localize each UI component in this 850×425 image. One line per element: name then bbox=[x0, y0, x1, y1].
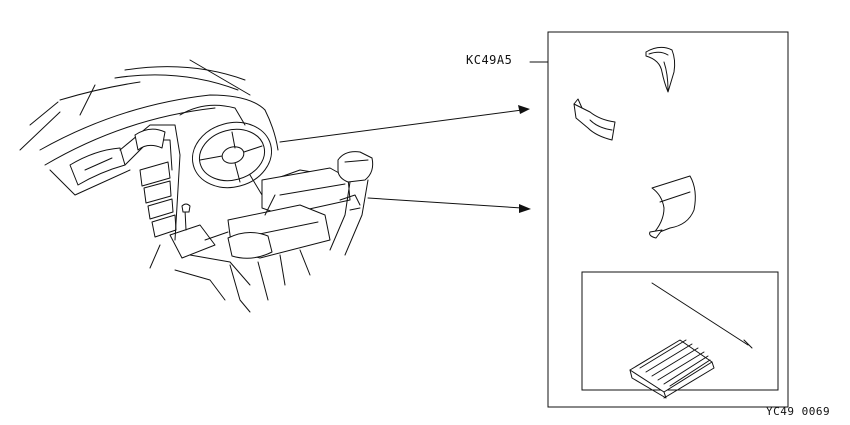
lower-arrow bbox=[367, 197, 531, 213]
pick-tool-icon bbox=[651, 282, 753, 349]
car-interior-illustration bbox=[19, 59, 374, 313]
trim-piece-upper-icon bbox=[645, 46, 676, 93]
parts-panel-frame bbox=[547, 31, 789, 408]
upper-arrow bbox=[279, 105, 530, 143]
tool-kit-frame bbox=[581, 271, 779, 391]
trim-piece-left-icon bbox=[573, 98, 616, 141]
cloth-pack-icon bbox=[629, 339, 715, 399]
trim-piece-curved-icon bbox=[649, 175, 696, 239]
part-number-label: KC49A5 bbox=[466, 53, 513, 67]
diagram-code-label: YC49 0069 bbox=[766, 405, 831, 418]
